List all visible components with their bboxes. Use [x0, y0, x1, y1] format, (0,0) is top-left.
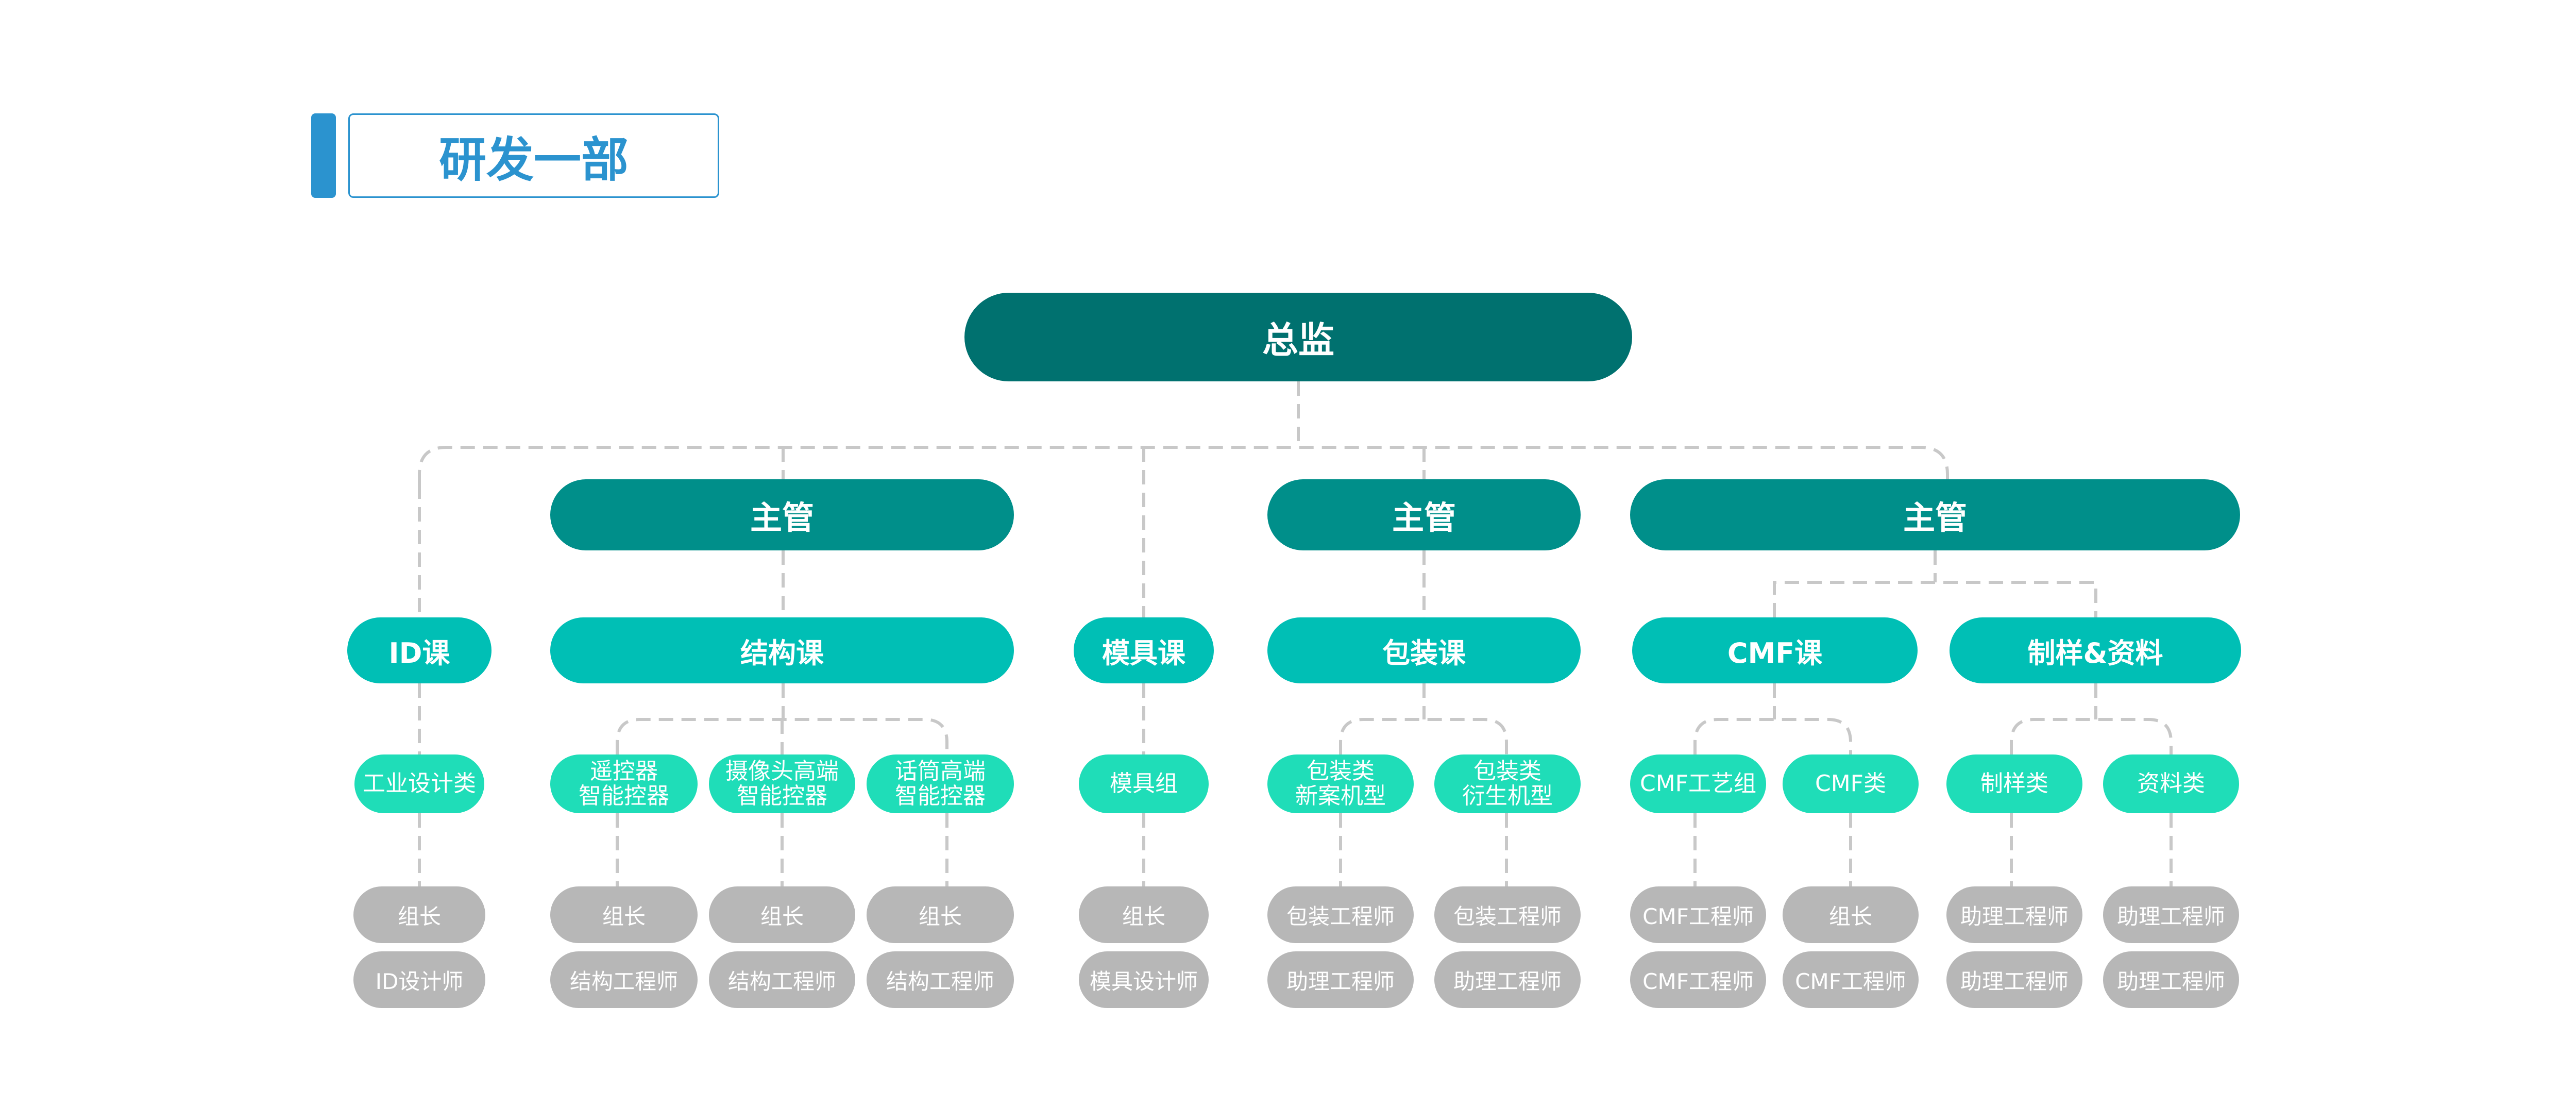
role-node: 助理工程师 — [1267, 951, 1414, 1008]
connector — [1339, 718, 1508, 754]
role-node: 包装工程师 — [1267, 886, 1414, 943]
role-node: 助理工程师 — [2103, 951, 2239, 1008]
dept-node-id: ID课 — [347, 617, 492, 683]
role-node: 组长 — [1783, 886, 1919, 943]
team-node-remote: 遥控器 智能控器 — [550, 754, 698, 813]
dept-node-sample-docs: 制样&资料 — [1950, 617, 2241, 683]
role-node: 助理工程师 — [1946, 951, 2082, 1008]
team-node-mould: 模具组 — [1079, 754, 1209, 813]
team-node-packaging-new: 包装类 新案机型 — [1267, 754, 1414, 813]
team-node-sample: 制样类 — [1946, 754, 2082, 813]
role-node: 结构工程师 — [709, 951, 855, 1008]
dept-node-structure: 结构课 — [550, 617, 1014, 683]
connector — [1773, 550, 2097, 617]
dept-node-mould: 模具课 — [1074, 617, 1214, 683]
role-node: CMF工程师 — [1630, 951, 1766, 1008]
role-node: 助理工程师 — [1946, 886, 2082, 943]
role-node: 组长 — [867, 886, 1014, 943]
team-node-cmf: CMF类 — [1783, 754, 1919, 813]
connector — [1693, 718, 1852, 754]
role-node: 结构工程师 — [550, 951, 698, 1008]
role-node: ID设计师 — [353, 951, 485, 1008]
role-node: CMF工程师 — [1783, 951, 1919, 1008]
director-node: 总监 — [964, 293, 1632, 381]
role-node: 组长 — [550, 886, 698, 943]
manager-node-packaging: 主管 — [1267, 479, 1581, 550]
team-node-industrial-design: 工业设计类 — [354, 754, 484, 813]
connector — [2010, 718, 2173, 754]
role-node: 结构工程师 — [867, 951, 1014, 1008]
page-title: 研发一部 — [348, 113, 719, 198]
role-node: 包装工程师 — [1434, 886, 1581, 943]
role-node: 助理工程师 — [1434, 951, 1581, 1008]
role-node: 组长 — [1079, 886, 1209, 943]
role-node: CMF工程师 — [1630, 886, 1766, 943]
manager-node-cmf: 主管 — [1630, 479, 2240, 550]
dept-node-cmf: CMF课 — [1632, 617, 1918, 683]
dept-node-packaging: 包装课 — [1267, 617, 1581, 683]
role-node: 组长 — [353, 886, 485, 943]
manager-node-structure: 主管 — [550, 479, 1014, 550]
role-node: 助理工程师 — [2103, 886, 2239, 943]
title-accent-bar — [311, 113, 336, 198]
team-node-cmf-process: CMF工艺组 — [1630, 754, 1766, 813]
team-node-docs: 资料类 — [2103, 754, 2239, 813]
team-node-camera: 摄像头高端 智能控器 — [709, 754, 855, 813]
team-node-microphone: 话筒高端 智能控器 — [867, 754, 1014, 813]
role-node: 模具设计师 — [1079, 951, 1209, 1008]
role-node: 组长 — [709, 886, 855, 943]
team-node-packaging-derivative: 包装类 衍生机型 — [1434, 754, 1581, 813]
